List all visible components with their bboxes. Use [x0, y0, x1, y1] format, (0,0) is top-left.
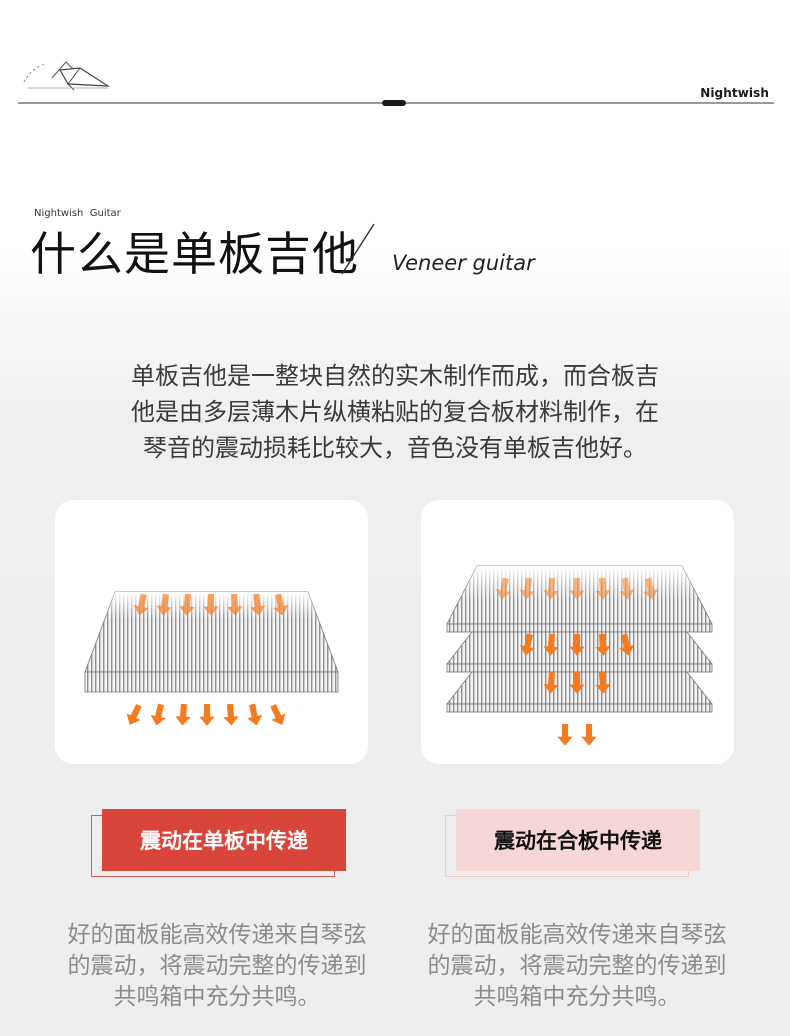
- plywood-card: [421, 500, 734, 764]
- section-subtitle: Veneer guitar: [392, 251, 535, 275]
- desc-line: 好的面板能高效传递来自琴弦: [67, 922, 367, 948]
- plywood-description: 好的面板能高效传递来自琴弦 的震动，将震动完整的传递到 共鸣箱中充分共鸣。: [412, 920, 742, 1013]
- down-arrow-icon: [175, 703, 191, 726]
- header-indicator: [382, 100, 406, 106]
- desc-line: 的震动，将震动完整的传递到: [427, 953, 727, 979]
- section-eyebrow: Nightwish Guitar: [34, 208, 121, 219]
- down-arrow-icon: [519, 577, 535, 600]
- down-arrow-icon: [519, 633, 535, 656]
- down-arrow-icon: [273, 593, 289, 616]
- down-arrow-icon: [595, 633, 611, 656]
- down-arrow-icon: [227, 593, 243, 616]
- single-board-description: 好的面板能高效传递来自琴弦 的震动，将震动完整的传递到 共鸣箱中充分共鸣。: [52, 920, 382, 1013]
- brand-name: Nightwish: [700, 86, 769, 100]
- down-arrow-icon: [250, 593, 266, 616]
- down-arrow-icon: [150, 703, 166, 726]
- down-arrow-icon: [156, 593, 172, 616]
- plywood-label: 震动在合板中传递: [456, 809, 700, 871]
- down-arrow-icon: [643, 577, 659, 600]
- slash-divider-icon: [341, 223, 375, 275]
- desc-line: 共鸣箱中充分共鸣。: [473, 984, 681, 1010]
- paper-plane-mountain-icon: [23, 61, 110, 91]
- intro-line: 琴音的震动损耗比较大，音色没有单板吉他好。: [143, 434, 647, 462]
- down-arrow-icon: [495, 577, 511, 600]
- single-board-card: [55, 500, 368, 764]
- down-arrow-icon: [543, 577, 559, 600]
- down-arrow-icon: [569, 672, 585, 694]
- down-arrow-icon: [581, 724, 597, 746]
- intro-line: 单板吉他是一整块自然的实木制作而成，而合板吉: [131, 362, 659, 390]
- down-arrow-icon: [619, 633, 635, 656]
- down-arrow-icon: [270, 704, 286, 725]
- section-title: 什么是单板吉他: [30, 227, 359, 281]
- single-board-label: 震动在单板中传递: [102, 809, 346, 871]
- down-arrow-icon: [595, 577, 611, 600]
- intro-line: 他是由多层薄木片纵横粘贴的复合板材料制作，在: [131, 398, 659, 426]
- down-arrow-icon: [543, 671, 559, 694]
- down-arrow-icon: [126, 704, 142, 725]
- down-arrow-icon: [595, 671, 611, 694]
- down-arrow-icon: [247, 703, 263, 726]
- down-arrow-icon: [619, 577, 635, 600]
- desc-line: 好的面板能高效传递来自琴弦: [427, 922, 727, 948]
- down-arrow-icon: [133, 593, 149, 616]
- single-board-vibration-icon: [84, 591, 339, 726]
- down-arrow-icon: [179, 593, 195, 616]
- desc-line: 的震动，将震动完整的传递到: [67, 953, 367, 979]
- down-arrow-icon: [223, 703, 239, 726]
- plywood-vibration-icon: [446, 565, 713, 746]
- down-arrow-icon: [557, 724, 573, 746]
- intro-paragraph: 单板吉他是一整块自然的实木制作而成，而合板吉 他是由多层薄木片纵横粘贴的复合板材…: [60, 358, 730, 466]
- desc-line: 共鸣箱中充分共鸣。: [113, 984, 321, 1010]
- down-arrow-icon: [543, 633, 559, 656]
- down-arrow-icon: [569, 634, 585, 656]
- down-arrow-icon: [569, 578, 585, 600]
- down-arrow-icon: [199, 704, 215, 726]
- down-arrow-icon: [203, 594, 219, 616]
